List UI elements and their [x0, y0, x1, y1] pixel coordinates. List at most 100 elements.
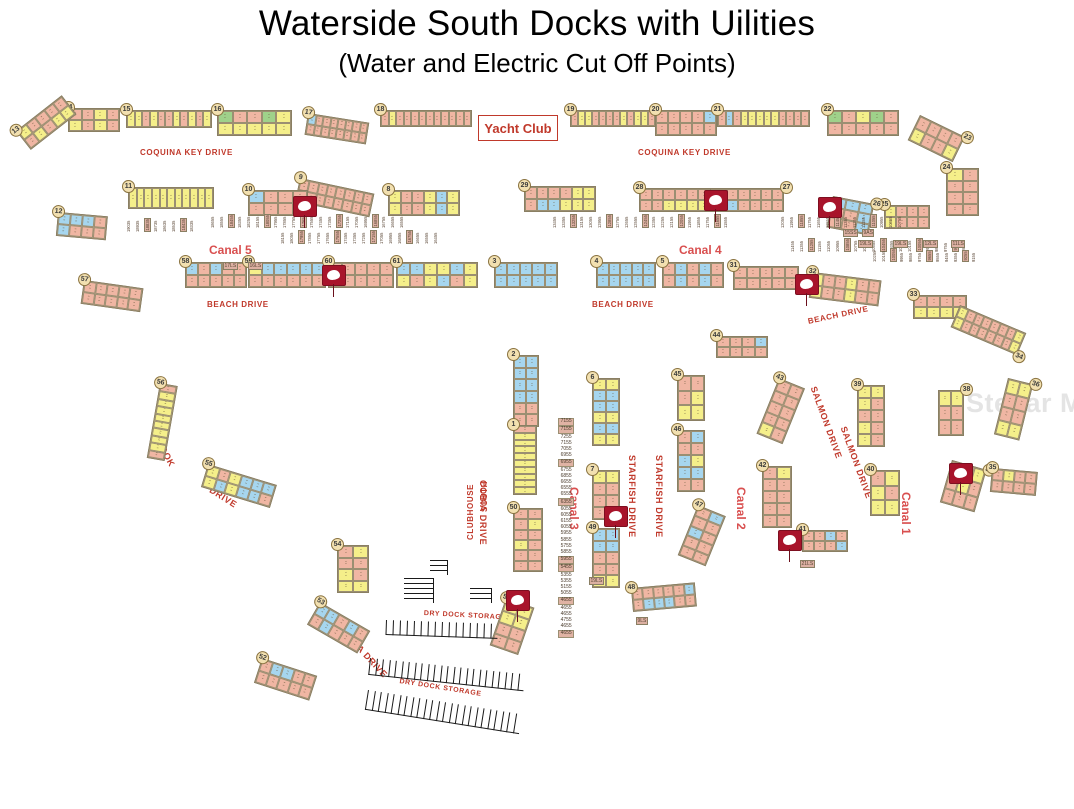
dock-slip-cell[interactable]: ▪▪▪▪: [651, 200, 664, 211]
water-electric-cutoff-marker[interactable]: [604, 506, 628, 538]
dock-slip-cell[interactable]: ▪▪▪▪: [514, 519, 528, 530]
dock-slip-cell[interactable]: ▪▪▪▪: [940, 296, 953, 307]
dock-slip-cell[interactable]: ▪▪▪▪: [234, 275, 246, 287]
dock-group[interactable]: ▪▪▪▪▪▪▪▪▪▪▪▪▪▪▪▪▪▪▪▪▪▪▪▪▪▪▪▪▪▪▪▪▪▪▪▪▪▪▪▪…: [122, 180, 214, 209]
dock-slip-cell[interactable]: ▪▪▪▪: [198, 263, 210, 275]
dock-group[interactable]: ▪▪▪▪▪▪▪▪▪▪▪▪▪▪▪▪▪▪▪▪▪▪▪▪▪▪▪▪▪▪▪▪44: [710, 329, 768, 358]
dock-slip-cell[interactable]: ▪▪▪▪: [947, 192, 963, 204]
dock-slip-cell[interactable]: ▪▪▪▪: [711, 275, 723, 287]
dock-slip-cell[interactable]: ▪▪▪▪: [777, 467, 791, 479]
dock-slip-cell[interactable]: ▪▪▪▪: [871, 410, 884, 422]
dock-slip-cell[interactable]: ▪▪▪▪: [448, 111, 456, 126]
dock-slip-cell[interactable]: ▪▪▪▪: [678, 455, 691, 467]
dock-slip-cell[interactable]: ▪▪▪▪: [691, 467, 704, 479]
dock-slip-cell[interactable]: ▪▪▪▪: [359, 203, 371, 217]
dock-slip-cell[interactable]: ▪▪▪▪: [777, 479, 791, 491]
dock-slip-cell[interactable]: ▪▪▪▪: [495, 275, 508, 287]
dock-group[interactable]: ▪▪▪▪▪▪▪▪▪▪▪▪▪▪▪▪▪▪▪▪▪▪▪▪▪▪▪▪▪▪▪▪▪▪▪▪▪▪▪▪…: [211, 103, 292, 136]
dock-slip-cell[interactable]: ▪▪▪▪: [353, 569, 368, 581]
dock-group[interactable]: ▪▪▪▪▪▪▪▪▪▪▪▪▪▪▪▪▪▪▪▪▪▪▪▪▪▪▪▪▪▪▪▪▪▪▪▪▪▪▪▪…: [671, 423, 705, 492]
dock-slip-cell[interactable]: ▪▪▪▪: [249, 275, 262, 287]
dock-group-badge[interactable]: 3: [488, 255, 501, 268]
dock-slip-cell[interactable]: ▪▪▪▪: [450, 275, 464, 287]
dock-slip-cell[interactable]: ▪▪▪▪: [593, 552, 606, 564]
dock-group-badge[interactable]: 31: [727, 259, 740, 272]
dock-group[interactable]: ▪▪▪▪▪▪▪▪▪▪▪▪▪▪▪▪▪▪▪▪▪▪▪▪▪▪▪▪▪▪▪▪▪▪▪▪▪▪▪▪…: [382, 183, 460, 216]
dock-group[interactable]: ▪▪▪▪▪▪▪▪▪▪▪▪▪▪▪▪▪▪▪▪▪▪▪▪▪▪▪▪▪▪▪▪▪▪▪▪▪▪▪▪…: [253, 649, 318, 701]
dock-group[interactable]: ▪▪▪▪▪▪▪▪▪▪▪▪▪▪▪▪▪▪▪▪▪▪▪▪▪▪▪▪▪▪▪▪▪▪▪▪▪▪▪▪…: [727, 259, 799, 290]
dock-group[interactable]: ▪▪▪▪▪▪▪▪▪▪▪▪▪▪▪▪▪▪▪▪▪▪▪▪▪▪▪▪▪▪▪▪12: [51, 204, 108, 241]
dock-slip-cell[interactable]: ▪▪▪▪: [526, 367, 538, 380]
dock-group-badge[interactable]: 18: [374, 103, 387, 116]
dock-slip-cell[interactable]: ▪▪▪▪: [691, 390, 704, 406]
dock-group-badge[interactable]: 5: [656, 255, 669, 268]
dock-group[interactable]: ▪▪▪▪▪▪▪▪▪▪▪▪▪▪▪▪▪▪▪▪▪▪▪▪▪▪▪▪▪▪▪▪▪▪▪▪▪▪▪▪…: [950, 305, 1028, 366]
dock-group-badge[interactable]: 1: [507, 418, 520, 431]
dock-slip-cell[interactable]: ▪▪▪▪: [866, 291, 879, 306]
dock-slip-cell[interactable]: ▪▪▪▪: [186, 275, 198, 287]
dock-slip-cell[interactable]: ▪▪▪▪: [858, 434, 871, 446]
dock-slip-cell[interactable]: ▪▪▪▪: [514, 460, 536, 467]
dock-slip-cell[interactable]: ▪▪▪▪: [210, 263, 222, 275]
dock-slip-cell[interactable]: ▪▪▪▪: [678, 443, 691, 455]
dock-slip-cell[interactable]: ▪▪▪▪: [463, 263, 477, 275]
dock-slip-cell[interactable]: ▪▪▪▪: [717, 337, 730, 347]
dock-group[interactable]: ▪▪▪▪▪▪▪▪▪▪▪▪▪▪▪▪▪▪▪▪▪▪▪▪▪▪▪▪▪▪▪▪23: [907, 115, 977, 163]
dock-group-badge[interactable]: 38: [960, 383, 973, 396]
dock-slip-cell[interactable]: ▪▪▪▪: [232, 123, 248, 135]
dock-slip-cell[interactable]: ▪▪▪▪: [263, 191, 278, 203]
dock-slip-cell[interactable]: ▪▪▪▪: [687, 263, 699, 275]
water-electric-cutoff-marker[interactable]: [949, 463, 973, 495]
dock-slip-cell[interactable]: ▪▪▪▪: [412, 203, 424, 215]
dock-slip-cell[interactable]: ▪▪▪▪: [134, 111, 143, 127]
dock-slip-cell[interactable]: ▪▪▪▪: [711, 263, 723, 275]
dock-group-badge[interactable]: 22: [821, 103, 834, 116]
dock-group-badge[interactable]: 42: [756, 459, 769, 472]
dock-slip-cell[interactable]: ▪▪▪▪: [593, 529, 606, 541]
dock-slip-cell[interactable]: ▪▪▪▪: [436, 275, 451, 287]
dock-slip-cell[interactable]: ▪▪▪▪: [620, 263, 632, 275]
dock-slip-cell[interactable]: ▪▪▪▪: [918, 217, 929, 228]
dock-slip-cell[interactable]: ▪▪▪▪: [532, 275, 545, 287]
dock-slip-cell[interactable]: ▪▪▪▪: [514, 356, 526, 368]
dock-group[interactable]: ▪▪▪▪▪▪▪▪▪▪▪▪▪▪▪▪▪▪▪▪▪▪▪▪▪▪▪▪▪▪▪▪35: [985, 460, 1038, 496]
dock-slip-cell[interactable]: ▪▪▪▪: [354, 275, 368, 287]
dock-slip-cell[interactable]: ▪▪▪▪: [742, 337, 755, 347]
dock-slip-cell[interactable]: ▪▪▪▪: [675, 263, 687, 275]
dock-slip-cell[interactable]: ▪▪▪▪: [640, 189, 652, 200]
dock-slip-cell[interactable]: ▪▪▪▪: [763, 479, 777, 491]
dock-slip-cell[interactable]: ▪▪▪▪: [380, 275, 393, 287]
dock-group[interactable]: ▪▪▪▪▪▪▪▪▪▪▪▪▪▪▪▪▪▪▪▪▪▪▪▪▪▪▪▪▪▪▪▪▪▪▪▪▪▪▪▪…: [586, 521, 620, 588]
dock-group-badge[interactable]: 6: [586, 371, 599, 384]
dock-slip-cell[interactable]: ▪▪▪▪: [560, 187, 572, 199]
dock-slip-cell[interactable]: ▪▪▪▪: [593, 483, 606, 495]
dock-slip-cell[interactable]: ▪▪▪▪: [514, 539, 528, 551]
dock-slip-cell[interactable]: ▪▪▪▪: [354, 263, 368, 275]
dock-slip-cell[interactable]: ▪▪▪▪: [514, 487, 536, 494]
dock-slip-cell[interactable]: ▪▪▪▪: [514, 480, 536, 488]
dock-slip-cell[interactable]: ▪▪▪▪: [526, 391, 538, 403]
dock-slip-cell[interactable]: ▪▪▪▪: [734, 267, 747, 278]
dock-slip-cell[interactable]: ▪▪▪▪: [608, 275, 621, 287]
dock-slip-cell[interactable]: ▪▪▪▪: [274, 275, 287, 287]
dock-slip-cell[interactable]: ▪▪▪▪: [389, 203, 401, 215]
dock-slip-cell[interactable]: ▪▪▪▪: [410, 263, 424, 275]
dock-slip-cell[interactable]: ▪▪▪▪: [400, 191, 413, 203]
dock-slip-cell[interactable]: ▪▪▪▪: [528, 560, 542, 571]
dock-slip-cell[interactable]: ▪▪▪▪: [717, 347, 730, 357]
dock-slip-cell[interactable]: ▪▪▪▪: [871, 422, 884, 434]
dock-group-badge[interactable]: 39: [851, 378, 864, 391]
dock-slip-cell[interactable]: ▪▪▪▪: [656, 123, 668, 135]
dock-slip-cell[interactable]: ▪▪▪▪: [182, 188, 191, 208]
dock-slip-cell[interactable]: ▪▪▪▪: [858, 422, 871, 434]
dock-group[interactable]: ▪▪▪▪▪▪▪▪▪▪▪▪▪▪▪▪▪▪▪▪▪▪▪▪▪▪▪▪▪▪▪▪▪▪▪▪▪▪▪▪…: [120, 103, 212, 128]
dock-slip-cell[interactable]: ▪▪▪▪: [885, 485, 899, 501]
dock-group-badge[interactable]: 29: [518, 179, 531, 192]
dock-slip-cell[interactable]: ▪▪▪▪: [532, 263, 545, 275]
dock-slip-cell[interactable]: ▪▪▪▪: [738, 200, 750, 211]
dock-slip-cell[interactable]: ▪▪▪▪: [525, 187, 537, 199]
dock-slip-cell[interactable]: ▪▪▪▪: [870, 123, 884, 135]
dock-slip-cell[interactable]: ▪▪▪▪: [871, 485, 885, 501]
dock-group[interactable]: ▪▪▪▪▪▪▪▪▪▪▪▪▪▪▪▪▪▪▪▪▪▪▪▪▪▪▪▪▪▪▪▪▪▪▪▪▪▪▪▪…: [633, 181, 711, 212]
dock-slip-cell[interactable]: ▪▪▪▪: [418, 111, 426, 126]
